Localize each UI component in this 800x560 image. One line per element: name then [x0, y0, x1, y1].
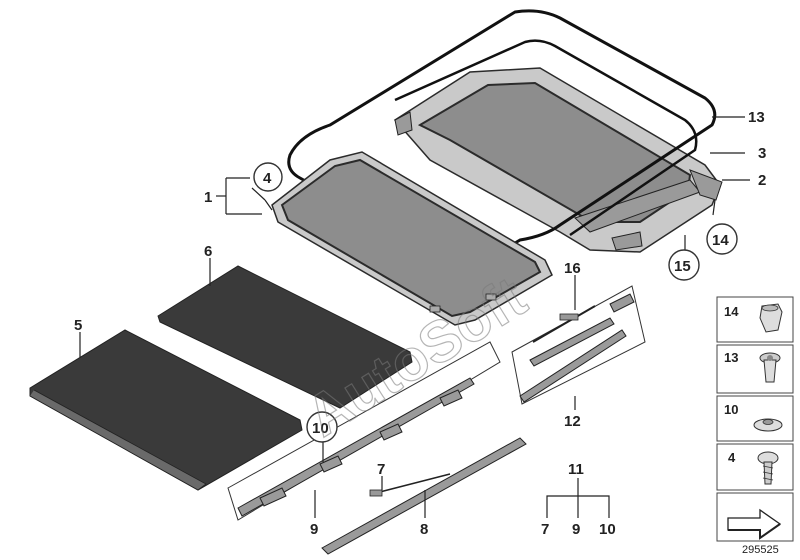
glass-lid-part-1 [271, 151, 553, 326]
headliner-panel-part-6 [157, 265, 413, 409]
headliner-panel-part-5 [29, 329, 303, 491]
callout-9a: 9 [310, 521, 318, 538]
seal-part-3 [394, 39, 698, 237]
callout-9b: 9 [572, 521, 580, 538]
callout-8: 8 [420, 521, 428, 538]
legend-cell-arrow[interactable] [716, 492, 794, 542]
callout-14-circle [706, 223, 738, 255]
callout-2: 2 [758, 172, 766, 189]
diagram-id-label: 295525 [742, 544, 779, 556]
callout-6: 6 [204, 243, 212, 260]
next-page-arrow-icon[interactable] [727, 508, 782, 540]
callout-14: 14 [712, 232, 729, 249]
legend-label-13: 13 [724, 350, 738, 365]
callout-7b: 7 [541, 521, 549, 538]
callout-3: 3 [758, 145, 766, 162]
callout-4: 4 [263, 170, 272, 187]
sunroof-frame-part-2 [393, 67, 723, 253]
legend-cell-10 [716, 395, 794, 442]
callout-13: 13 [748, 109, 765, 126]
legend-cell-4 [716, 443, 794, 491]
callout-12: 12 [564, 413, 581, 430]
drive-cable-group-box [511, 285, 646, 405]
legend-label-4: 4 [728, 450, 736, 465]
clip-icon [759, 303, 783, 333]
callout-15: 15 [674, 258, 691, 275]
torx-screw-icon [757, 451, 779, 485]
callout-10b: 10 [599, 521, 616, 538]
washer-nut-icon [753, 418, 783, 432]
callout-4-circle [253, 162, 283, 192]
legend-label-10: 10 [724, 402, 738, 417]
fastener-legend: 14 13 10 4 [716, 296, 794, 542]
wire-part-7 [369, 473, 451, 497]
callouts: 1 4 5 6 13 3 2 14 15 16 12 10 7 9 8 11 7… [74, 109, 766, 538]
callout-7a: 7 [377, 461, 385, 478]
trim-strip-part-8 [321, 437, 527, 555]
legend-label-14: 14 [724, 304, 739, 319]
deflector-group-box [227, 341, 501, 521]
leader-lines [79, 116, 750, 518]
callout-5: 5 [74, 317, 82, 334]
cable-part-16 [532, 305, 596, 343]
legend-cell-13 [716, 344, 794, 394]
expanding-rivet-icon [759, 352, 781, 383]
callout-10a: 10 [312, 420, 329, 437]
callout-15-circle [668, 249, 700, 281]
callout-11: 11 [568, 461, 584, 478]
callout-16: 16 [564, 260, 581, 277]
callout-10-circle [306, 411, 338, 443]
callout-1: 1 [204, 189, 212, 206]
